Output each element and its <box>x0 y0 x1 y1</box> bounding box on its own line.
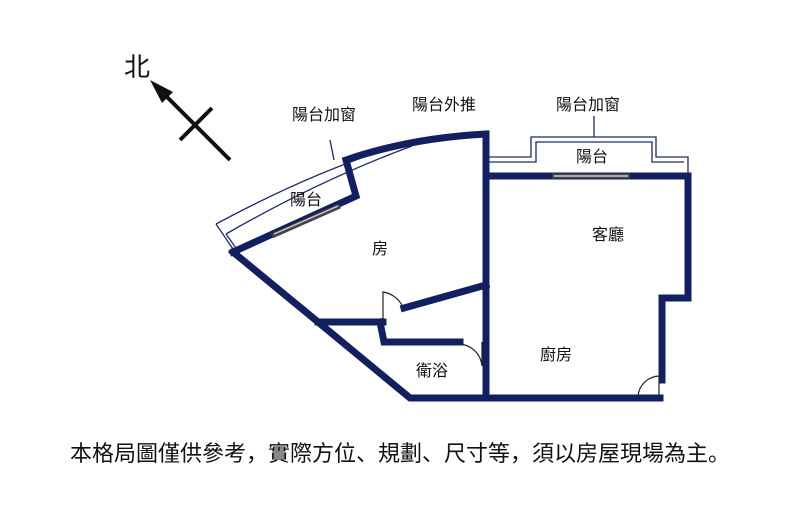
north-arrow-head-icon <box>150 80 173 103</box>
label-bathroom: 衛浴 <box>416 361 448 380</box>
label-living-room: 客廳 <box>592 225 624 244</box>
compass-north-label: 北 <box>124 53 150 83</box>
label-balcony-window-right: 陽台加窗 <box>556 95 620 114</box>
compass-cross-bar <box>178 106 214 142</box>
windows <box>270 173 630 239</box>
doors <box>382 291 660 398</box>
disclaimer-text: 本格局圖僅供參考，實際方位、規劃、尺寸等，須以房屋現場為主。 <box>69 442 730 467</box>
label-bedroom: 房 <box>372 239 388 258</box>
compass: 北 <box>124 53 232 162</box>
floor-plan: 北 陽台加窗 <box>124 53 692 402</box>
label-balcony-right: 陽台 <box>576 147 608 166</box>
label-balcony-left: 陽台 <box>290 190 322 209</box>
label-balcony-extension: 陽台外推 <box>412 95 476 114</box>
label-kitchen: 廚房 <box>540 345 572 364</box>
label-balcony-window-left: 陽台加窗 <box>292 105 356 124</box>
balcony-right-outline <box>486 116 689 176</box>
